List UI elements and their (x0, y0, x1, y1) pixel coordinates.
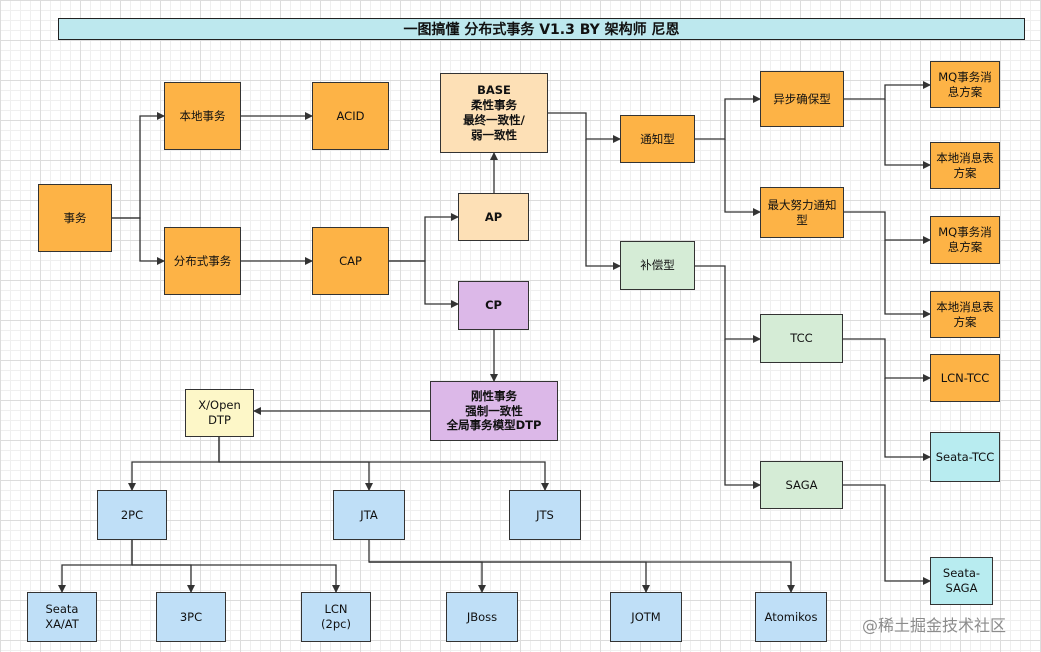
node-tcc: TCC (760, 314, 843, 363)
node-3pc: 3PC (156, 592, 226, 642)
edge-cap-cp (389, 260, 459, 308)
node-mq-msg-1: MQ事务消 息方案 (930, 61, 1000, 108)
diagram-title: 一图搞懂 分布式事务 V1.3 BY 架构师 尼恩 (58, 18, 1025, 40)
edge-base-notify (548, 112, 621, 143)
node-atomikos: Atomikos (755, 592, 827, 642)
node-transaction: 事务 (38, 184, 112, 252)
edge-tcc-seatatcc (884, 378, 931, 461)
node-lcn-tcc: LCN-TCC (930, 354, 1000, 402)
node-seata-saga: Seata- SAGA (930, 557, 993, 605)
node-compensate: 补偿型 (620, 241, 695, 290)
edge-async-local1 (884, 99, 931, 169)
edge-notify-besteffort (724, 139, 761, 216)
node-jts: JTS (509, 490, 581, 540)
node-seata-xa: Seata XA/AT (27, 592, 97, 642)
node-cp: CP (458, 281, 529, 330)
edge-2pc-3pc (131, 540, 195, 593)
edge-jta-jotm (369, 561, 650, 593)
node-notify: 通知型 (620, 115, 695, 163)
node-jboss: JBoss (446, 592, 518, 642)
node-local-msg-2: 本地消息表 方案 (930, 291, 1000, 338)
edge-jta-jboss (368, 540, 486, 593)
edge-besteffort-local2 (884, 240, 931, 318)
node-jotm: JOTM (610, 592, 682, 642)
node-acid: ACID (312, 82, 389, 150)
node-async-ensure: 异步确保型 (760, 71, 844, 127)
watermark: @稀土掘金技术社区 (862, 616, 1007, 635)
edge-saga-seatasaga (843, 484, 931, 585)
node-seata-tcc: Seata-TCC (930, 432, 1000, 482)
edge-xopen-2pc (128, 437, 220, 491)
edge-2pc-seata (58, 540, 133, 593)
edge-compensate-tcc (695, 265, 761, 343)
edge-2pc-lcn (132, 564, 340, 593)
edge-cap-ap (389, 213, 459, 262)
edge-xopen-jts (219, 461, 549, 491)
node-2pc: 2PC (97, 490, 167, 540)
edge-async-mq1 (844, 81, 931, 100)
node-jta: JTA (333, 490, 405, 540)
node-distributed-tx: 分布式事务 (164, 227, 241, 295)
node-xopen-dtp: X/Open DTP (185, 389, 254, 437)
edge-jta-atomikos (369, 561, 795, 593)
node-mq-msg-2: MQ事务消 息方案 (930, 216, 1000, 264)
edge-tx-distributed (112, 217, 165, 265)
node-rigid: 刚性事务 强制一致性 全局事务模型DTP (430, 381, 558, 441)
edge-compensate-saga (724, 339, 761, 489)
node-cap: CAP (312, 227, 389, 295)
edge-notify-async (695, 95, 761, 140)
edge-xopen-jta (218, 437, 373, 491)
edge-base-compensate (585, 139, 621, 270)
node-lcn-2pc: LCN (2pc) (301, 592, 371, 642)
edge-besteffort-mq2 (844, 211, 931, 244)
node-local-tx: 本地事务 (164, 82, 241, 150)
edge-tcc-lcntcc (843, 338, 931, 382)
node-ap: AP (458, 193, 529, 241)
node-saga: SAGA (760, 461, 843, 509)
edge-tx-local (112, 112, 165, 219)
node-base: BASE 柔性事务 最终一致性/ 弱一致性 (440, 73, 548, 153)
node-best-effort: 最大努力通知 型 (760, 187, 844, 238)
node-local-msg-1: 本地消息表 方案 (930, 142, 1000, 189)
